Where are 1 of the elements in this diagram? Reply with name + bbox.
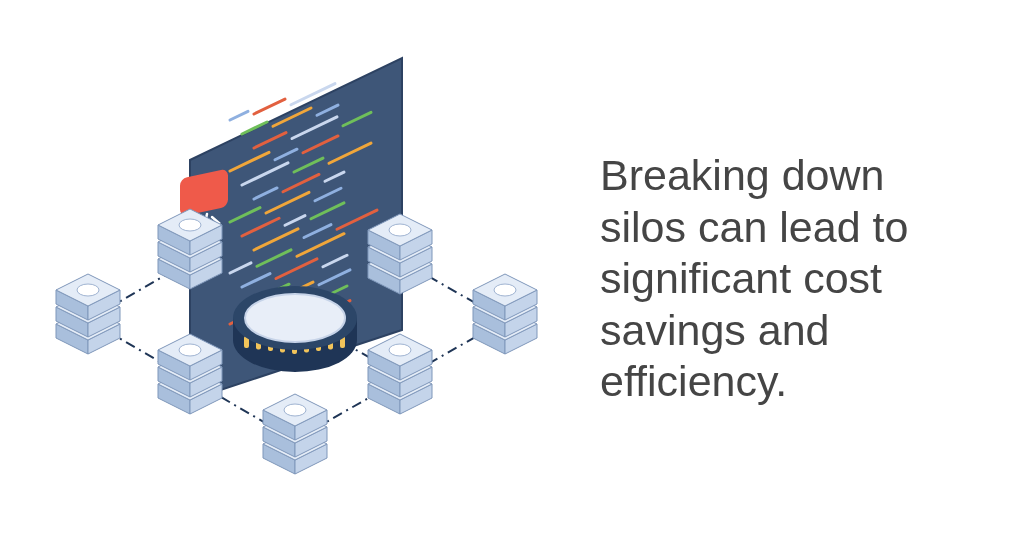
headline-text: Breaking down silos can lead to significant cost savings and efficiency. [600,150,910,408]
